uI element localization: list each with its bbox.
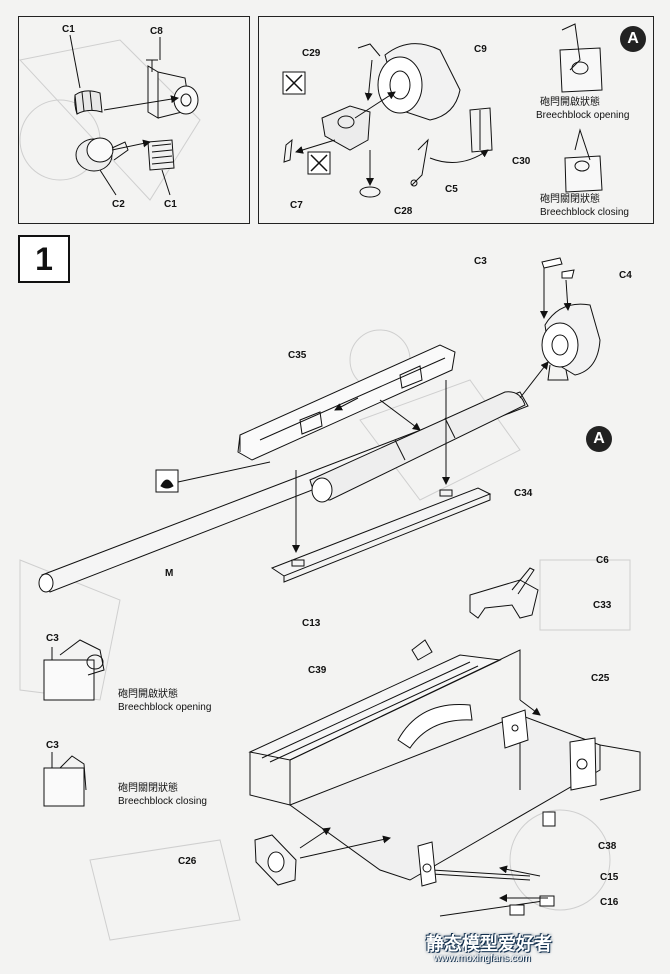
part-c35 — [237, 344, 456, 461]
part-c34 — [309, 391, 526, 503]
assembly-arrow — [111, 139, 151, 151]
label-c34: C34 — [514, 488, 533, 499]
part-c33 — [469, 579, 539, 619]
label-c7: C7 — [290, 200, 303, 211]
watermark-text: 静态模型爱好者 — [426, 934, 552, 954]
callout-a-main: A — [586, 426, 612, 452]
caption-left-close-en: Breechblock closing — [118, 796, 207, 807]
caption-top-close-cn: 砲閂關閉狀態 — [540, 194, 600, 205]
part-c39-cradle — [248, 639, 521, 806]
part-c3-valve — [417, 841, 437, 887]
label-c26: C26 — [178, 856, 197, 867]
glue-icon — [155, 461, 271, 493]
label-c33: C33 — [593, 600, 612, 611]
label-c16: C16 — [600, 897, 619, 908]
caption-top-open-cn: 砲閂開啟狀態 — [540, 97, 600, 108]
left-breechblock-close-diagram — [43, 755, 87, 807]
label-c38: C38 — [598, 841, 617, 852]
part-c16 — [439, 895, 555, 917]
watermark-url: www.moxingfans.com — [434, 953, 531, 964]
caption-top-open-en: Breechblock opening — [536, 110, 630, 121]
label-c29: C29 — [302, 48, 321, 59]
part-c1-top — [74, 90, 103, 115]
breechblock-open-diagram — [559, 23, 603, 93]
part-breech-block — [321, 105, 371, 151]
breechblock-close-diagram — [564, 128, 603, 193]
label-c39: C39 — [308, 665, 327, 676]
label-c1-bottom: C1 — [164, 199, 177, 210]
part-c2 — [75, 137, 129, 172]
label-c3-pin: C3 — [474, 256, 487, 267]
callout-a-top: A — [620, 26, 646, 52]
label-c28: C28 — [394, 206, 413, 217]
label-c35: C35 — [288, 350, 307, 361]
caption-left-open-cn: 砲閂開啟狀態 — [118, 689, 178, 700]
caption-left-open-en: Breechblock opening — [118, 702, 212, 713]
breech-ring — [541, 303, 601, 381]
label-c6: C6 — [596, 555, 609, 566]
no-glue-icon — [282, 71, 331, 175]
label-c5: C5 — [445, 184, 458, 195]
part-c3-pin — [541, 257, 563, 269]
label-c4: C4 — [619, 270, 632, 281]
part-c4 — [561, 269, 575, 279]
label-m: M — [165, 568, 174, 579]
part-c30 — [469, 107, 493, 153]
part-c8 — [146, 59, 199, 119]
label-c3-left-open: C3 — [46, 633, 59, 644]
part-c1-bottom — [147, 139, 175, 171]
step-number: 1 — [18, 235, 70, 283]
label-c8: C8 — [150, 26, 163, 37]
assembly-arrow — [103, 95, 179, 111]
part-c6 — [511, 567, 535, 595]
subassembly-box-a — [258, 16, 654, 224]
part-c28 — [359, 186, 381, 198]
part-c26 — [254, 834, 297, 886]
subassembly-box-c1 — [18, 16, 250, 224]
label-c13: C13 — [302, 618, 321, 629]
part-c5 — [410, 138, 429, 187]
part-c7 — [283, 138, 293, 163]
part-c15 — [431, 869, 531, 881]
part-c25 — [501, 709, 597, 791]
part-c13 — [270, 487, 492, 583]
label-c25: C25 — [591, 673, 610, 684]
label-c30: C30 — [512, 156, 531, 167]
label-c1-top: C1 — [62, 24, 75, 35]
label-c9: C9 — [474, 44, 487, 55]
label-c3-left-close: C3 — [46, 740, 59, 751]
label-c2: C2 — [112, 199, 125, 210]
left-breechblock-open-diagram — [43, 639, 105, 701]
label-c15: C15 — [600, 872, 619, 883]
caption-top-close-en: Breechblock closing — [540, 207, 629, 218]
caption-left-close-cn: 砲閂關閉狀態 — [118, 783, 178, 794]
part-c9 — [357, 43, 461, 121]
